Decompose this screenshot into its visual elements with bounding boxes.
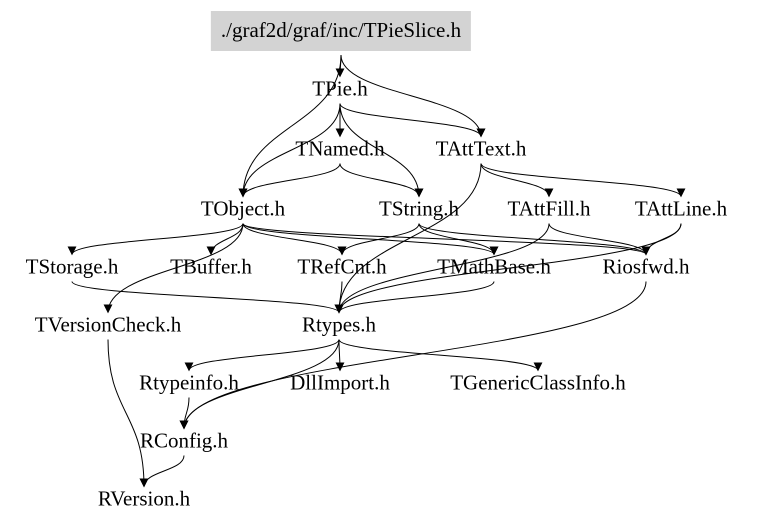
edge-rtypeinfo-to-rconfig: [179, 397, 190, 430]
edge-rtypes-to-tgenericclassinfo: [338, 339, 543, 372]
node-riosfwd[interactable]: Riosfwd.h: [602, 254, 690, 279]
node-rconfig[interactable]: RConfig.h: [139, 428, 229, 453]
edge-tmathbase-to-rtypes: [334, 281, 495, 314]
edge-rtypes-to-dllimport: [335, 339, 345, 372]
edge-rtypes-to-rconfig: [179, 339, 340, 430]
edge-tnamed-to-tstring: [339, 163, 424, 198]
edge-tattline-to-rtypes: [334, 223, 682, 314]
node-tpie[interactable]: TPie.h: [312, 76, 368, 101]
node-rversion[interactable]: RVersion.h: [97, 486, 191, 511]
node-trefcnt[interactable]: TRefCnt.h: [297, 254, 387, 279]
node-tbuffer[interactable]: TBuffer.h: [170, 254, 252, 279]
edge-tstorage-to-rtypes: [71, 281, 344, 314]
edge-tnamed-to-tobject: [238, 163, 341, 198]
edge-rconfig-to-rversion: [139, 455, 185, 488]
node-tattline[interactable]: TAttLine.h: [634, 196, 728, 221]
edge-root-to-tobject: [238, 54, 342, 198]
edge-tatttext-to-tattline: [480, 163, 686, 198]
edge-tpie-to-tobject: [238, 103, 341, 198]
node-tmathbase[interactable]: TMathBase.h: [437, 254, 551, 279]
node-tstorage[interactable]: TStorage.h: [25, 254, 119, 279]
edge-root-to-tatttext: [340, 54, 486, 138]
node-tgenericclassinfo[interactable]: TGenericClassInfo.h: [450, 370, 626, 395]
node-tnamed[interactable]: TNamed.h: [295, 136, 385, 161]
edge-tobject-to-tversioncheck: [103, 223, 244, 314]
edge-tobject-to-tstorage: [67, 223, 244, 256]
node-rtypeinfo[interactable]: Rtypeinfo.h: [139, 370, 239, 395]
node-tattfill[interactable]: TAttFill.h: [507, 196, 591, 221]
edge-tstring-to-riosfwd: [418, 223, 651, 256]
edge-tpie-to-tatttext: [339, 103, 486, 138]
edge-tobject-to-tbuffer: [206, 223, 244, 256]
node-dllimport[interactable]: DllImport.h: [290, 370, 390, 395]
edge-tpie-to-tstring: [339, 103, 424, 198]
node-root-file[interactable]: ./graf2d/graf/inc/TPieSlice.h: [210, 11, 472, 51]
node-tstring[interactable]: TString.h: [379, 196, 459, 221]
edge-tversioncheck-to-rversion: [107, 339, 149, 488]
node-rtypes[interactable]: Rtypes.h: [301, 312, 377, 337]
edge-rtypes-to-rtypeinfo: [184, 339, 340, 372]
node-tversioncheck[interactable]: TVersionCheck.h: [34, 312, 182, 337]
node-tatttext[interactable]: TAttText.h: [435, 136, 527, 161]
node-tobject[interactable]: TObject.h: [200, 196, 286, 221]
edge-tstring-to-trefcnt: [337, 223, 420, 256]
edge-riosfwd-to-rconfig: [179, 281, 647, 430]
edge-tatttext-to-tattfill: [480, 163, 554, 198]
edge-tstring-to-tmathbase: [418, 223, 499, 256]
edge-tobject-to-riosfwd: [242, 223, 651, 256]
edge-tobject-to-tmathbase: [242, 223, 499, 256]
edge-tattfill-to-rtypes: [334, 223, 550, 314]
